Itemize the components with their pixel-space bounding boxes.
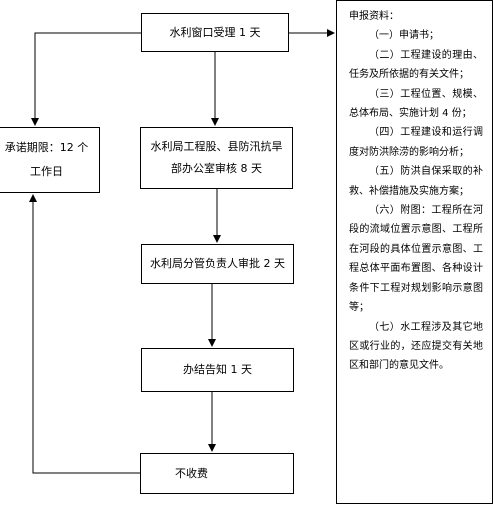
step-notify-label: 办结告知 1 天 bbox=[183, 363, 252, 376]
step-approve-box: 水利局分管负责人审批 2 天 bbox=[141, 244, 294, 284]
step-fee-label: 不收费 bbox=[175, 466, 208, 480]
deadline-line2: 工作日 bbox=[30, 165, 63, 178]
step-review-line1: 水利局工程股、县防汛抗旱 bbox=[150, 140, 283, 153]
step-approve-label: 水利局分管负责人审批 2 天 bbox=[150, 257, 285, 270]
materials-item-5: （五）防洪自保采取的补救、补偿措施及实施方案； bbox=[349, 166, 483, 197]
deadline-line1: 承诺期限：12 个 bbox=[4, 141, 89, 154]
materials-item-6: （六）附图：工程所在河段的流域位置示意图、工程所在河段的具体位置示意图、工程总体… bbox=[349, 205, 483, 314]
materials-text: 申报资料： （一）申请书； （二）工程建设的理由、任务及所依据的有关文件； （三… bbox=[349, 7, 483, 376]
step-fee-box: 不收费 bbox=[140, 453, 294, 494]
materials-item-1: （一）申请书； bbox=[369, 30, 439, 42]
step-accept-box: 水利窗口受理 1 天 bbox=[141, 13, 289, 52]
materials-heading: 申报资料： bbox=[349, 11, 399, 22]
deadline-box: 承诺期限：12 个 工作日 bbox=[0, 127, 100, 193]
step-accept-label: 水利窗口受理 1 天 bbox=[169, 25, 261, 39]
materials-item-3: （三）工程位置、规模、总体布局、实施计划 4 份； bbox=[349, 88, 483, 120]
step-review-line2: 部办公室审核 8 天 bbox=[171, 162, 262, 175]
step-review-box: 水利局工程股、县防汛抗旱 部办公室审核 8 天 bbox=[140, 127, 293, 189]
materials-item-2: （二）工程建设的理由、任务及所依据的有关文件； bbox=[349, 49, 483, 81]
materials-box: 申报资料： （一）申请书； （二）工程建设的理由、任务及所依据的有关文件； （三… bbox=[336, 0, 493, 504]
materials-item-7: （七）水工程涉及其它地区或行业的，还应提交有关地区和部门的意见文件。 bbox=[349, 321, 483, 372]
materials-item-4: （四）工程建设和运行调度对防洪除涝的影响分析； bbox=[349, 127, 483, 158]
arrow-accept-to-deadline bbox=[31, 32, 141, 126]
arrow-fee-to-deadline bbox=[29, 194, 140, 474]
step-notify-box: 办结告知 1 天 bbox=[141, 348, 294, 392]
